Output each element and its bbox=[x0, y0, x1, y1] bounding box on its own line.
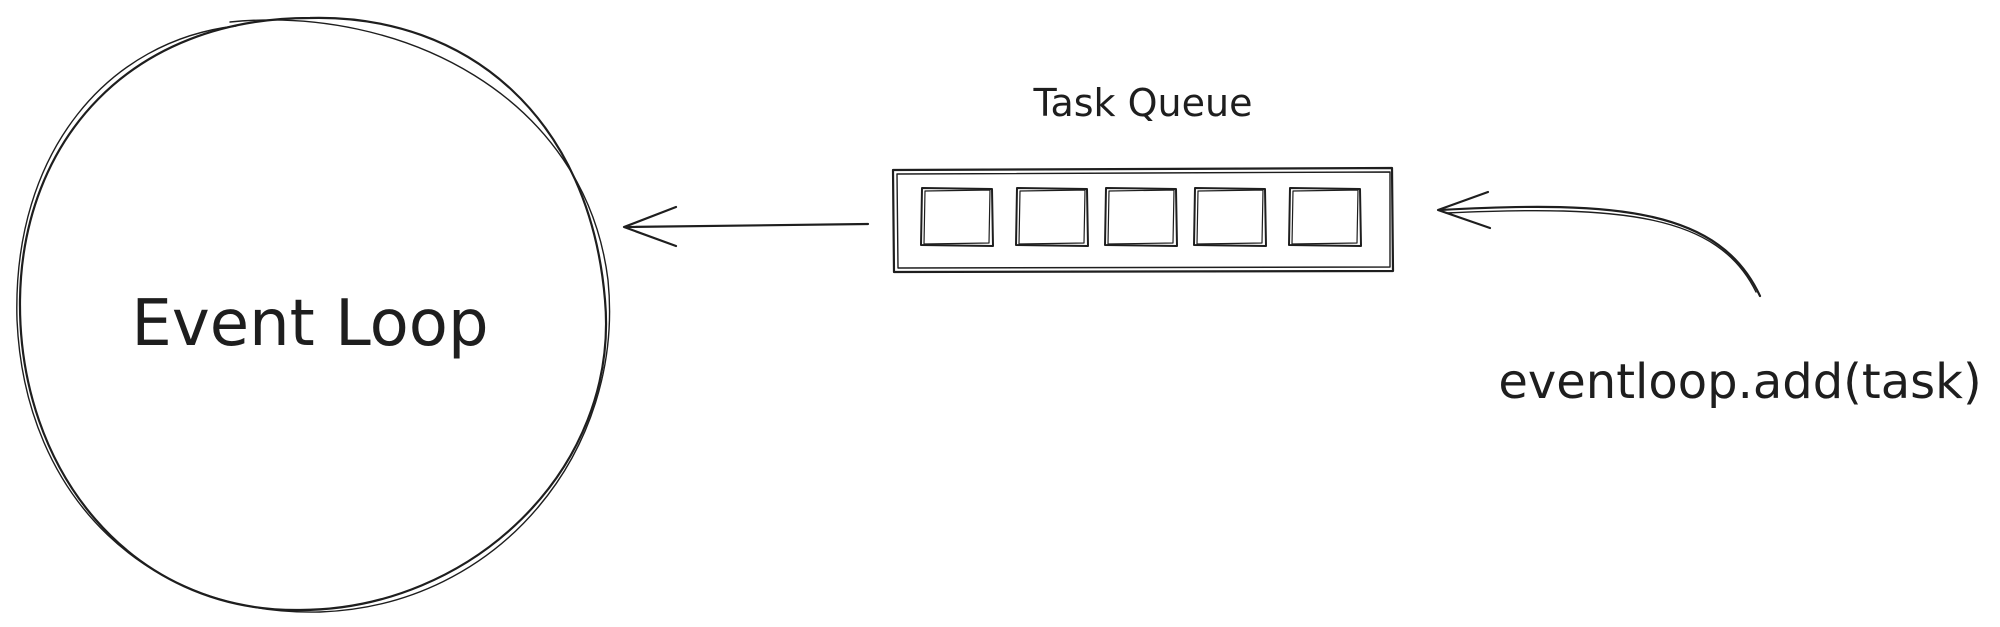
event-loop-node: Event Loop bbox=[16, 16, 611, 613]
task-queue-title: Task Queue bbox=[1033, 81, 1253, 125]
add-to-queue-arrow bbox=[1436, 190, 1762, 298]
queue-slot bbox=[1015, 187, 1089, 247]
add-call-label: eventloop.add(task) bbox=[1498, 354, 1981, 410]
queue-to-loop-arrow bbox=[622, 205, 870, 248]
queue-slot bbox=[1193, 187, 1267, 247]
queue-slot bbox=[920, 187, 994, 247]
event-loop-label: Event Loop bbox=[131, 287, 488, 361]
queue-slot bbox=[1288, 187, 1362, 247]
queue-slot bbox=[1104, 187, 1178, 247]
task-queue bbox=[891, 166, 1395, 274]
